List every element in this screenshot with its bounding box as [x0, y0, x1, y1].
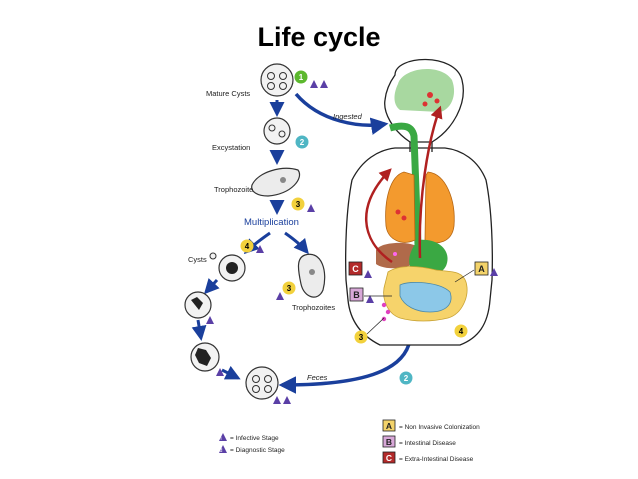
trophozoites-nucleus: [309, 269, 315, 275]
diagnostic-triangle-icon: [320, 80, 328, 88]
trophozoite-drawing: [251, 167, 301, 197]
infective-triangle-icon: [256, 245, 264, 253]
stage-label-cysts: Cysts: [188, 255, 207, 264]
badge-3-lower-left-number: 3: [287, 284, 292, 293]
badge-3-lower-left: 3: [282, 281, 296, 295]
esophagus: [389, 122, 422, 246]
infective-triangle-icon: [310, 80, 318, 88]
marker-b-letter: B: [353, 290, 360, 300]
brain-lesion: [427, 92, 433, 98]
legend-infective-text: = Infective Stage: [230, 435, 279, 442]
trophozoite-nucleus: [280, 177, 286, 183]
diagnostic-triangle-icon: [366, 295, 374, 303]
diagnostic-triangle-icon: [307, 204, 315, 212]
excreted-dot: [385, 309, 391, 315]
legend-b-box: [382, 435, 396, 448]
badge-3-right-number: 3: [359, 333, 364, 342]
cyst-stage-2-drawing: [184, 291, 212, 319]
legend-b-text: = Intestinal Disease: [399, 440, 456, 447]
infective-letter: i: [220, 436, 221, 442]
marker-a: A: [474, 261, 489, 276]
badge-3-upper: 3: [291, 197, 305, 211]
diagnostic-triangle-icon: [283, 396, 291, 404]
left-lung: [385, 171, 416, 243]
page-title: Life cycle: [257, 22, 381, 52]
badge-2-right-number: 2: [404, 374, 409, 383]
feces-arrow: [278, 339, 412, 394]
badge-2-left-number: 2: [300, 138, 305, 147]
brain-lesion: [434, 98, 440, 104]
ingested-arrow: [294, 92, 389, 135]
trophozoites-drawing: [297, 253, 326, 298]
infective-triangle-icon: [219, 433, 227, 441]
diagnostic-triangle-icon: [490, 268, 498, 276]
badge-1-number: 1: [299, 73, 304, 82]
lung-lesion: [401, 215, 407, 221]
badge-2-left: 2: [295, 135, 309, 149]
marker-c: C: [348, 261, 363, 276]
diagnostic-triangle-icon: [219, 445, 227, 453]
colon: [399, 281, 452, 313]
lung-lesion: [395, 209, 401, 215]
excreted-dot: [381, 302, 387, 308]
legend-c-letter: C: [386, 453, 392, 463]
legend-a-box: [382, 419, 396, 432]
badge-4-right-number: 4: [459, 327, 464, 336]
stage-label-trophozoite: Trophozoite: [214, 185, 253, 194]
badge-4-right: 4: [454, 324, 468, 338]
legend-diagnostic-text: = Diagnostic Stage: [230, 447, 285, 454]
marker-b: B: [349, 287, 364, 302]
marker-a-letter: A: [478, 264, 485, 274]
multiplication-label: Multiplication: [244, 217, 299, 228]
arrow-cyst-stage-3: [221, 365, 241, 380]
legend-c-box: [382, 451, 396, 464]
liver: [376, 242, 420, 269]
cyst-stage-3-drawing: [190, 342, 220, 372]
arrow-cyst-stage-2: [191, 319, 207, 341]
stage-label-trophozoites: Trophozoites: [292, 303, 335, 312]
stage-label-mature-cysts: Mature Cysts: [206, 89, 250, 98]
badge-3-leader: [366, 317, 385, 335]
excystation-drawing: [263, 117, 291, 145]
excreted-dot: [381, 316, 387, 322]
legend-a-text: = Non Invasive Colonization: [399, 424, 480, 431]
marker-c-letter: C: [352, 264, 359, 274]
arrow-cyst-stage-1: [203, 278, 220, 295]
brain-lesion: [422, 101, 428, 107]
blood-spread-arrow-brain: [418, 105, 443, 259]
feces-label: Feces: [307, 373, 328, 382]
legend-c-text: = Extra-Intestinal Disease: [399, 456, 474, 463]
badge-3-upper-number: 3: [296, 200, 301, 209]
blood-spread-arrow-lung: [365, 168, 393, 264]
diagnostic-triangle-icon: [276, 292, 284, 300]
infective-triangle-icon: [273, 396, 281, 404]
ingested-label: Ingested: [333, 112, 363, 121]
badge-1: 1: [294, 70, 308, 84]
diagnostic-triangle-icon: [364, 270, 372, 278]
diagnostic-triangle-icon: [206, 316, 214, 324]
diagnostic-triangle-icon: [216, 368, 224, 376]
legend-a-letter: A: [386, 421, 392, 431]
legend-b-letter: B: [386, 437, 392, 447]
cysts-drawing: [209, 252, 246, 282]
liver-lesion: [393, 252, 397, 256]
badge-4-left: 4: [240, 239, 254, 253]
legend-right: A = Non Invasive Colonization B = Intest…: [382, 419, 480, 464]
stage-label-excystation: Excystation: [212, 143, 250, 152]
final-cyst-drawing: [245, 366, 279, 400]
badge-4-left-number: 4: [245, 242, 250, 251]
legend-left: i = Infective Stage d = Diagnostic Stage: [219, 433, 285, 454]
marker-a-leader: [454, 269, 475, 283]
diagnostic-letter: d: [220, 448, 223, 454]
arrow-to-trophozoites: [284, 231, 309, 255]
badge-2-right: 2: [399, 371, 413, 385]
badge-3-right: 3: [354, 330, 368, 344]
mature-cyst-drawing: [260, 63, 294, 97]
